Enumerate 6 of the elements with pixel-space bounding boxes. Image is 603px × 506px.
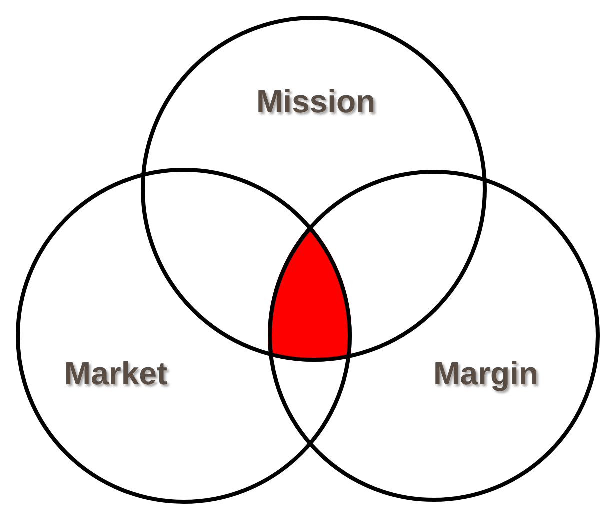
venn-circle <box>16 168 352 504</box>
venn-circle <box>268 170 600 502</box>
circle-label: Market <box>64 356 168 392</box>
circle-label: Margin <box>434 356 538 392</box>
circle-label: Mission <box>256 84 376 120</box>
venn-circle <box>141 16 487 362</box>
